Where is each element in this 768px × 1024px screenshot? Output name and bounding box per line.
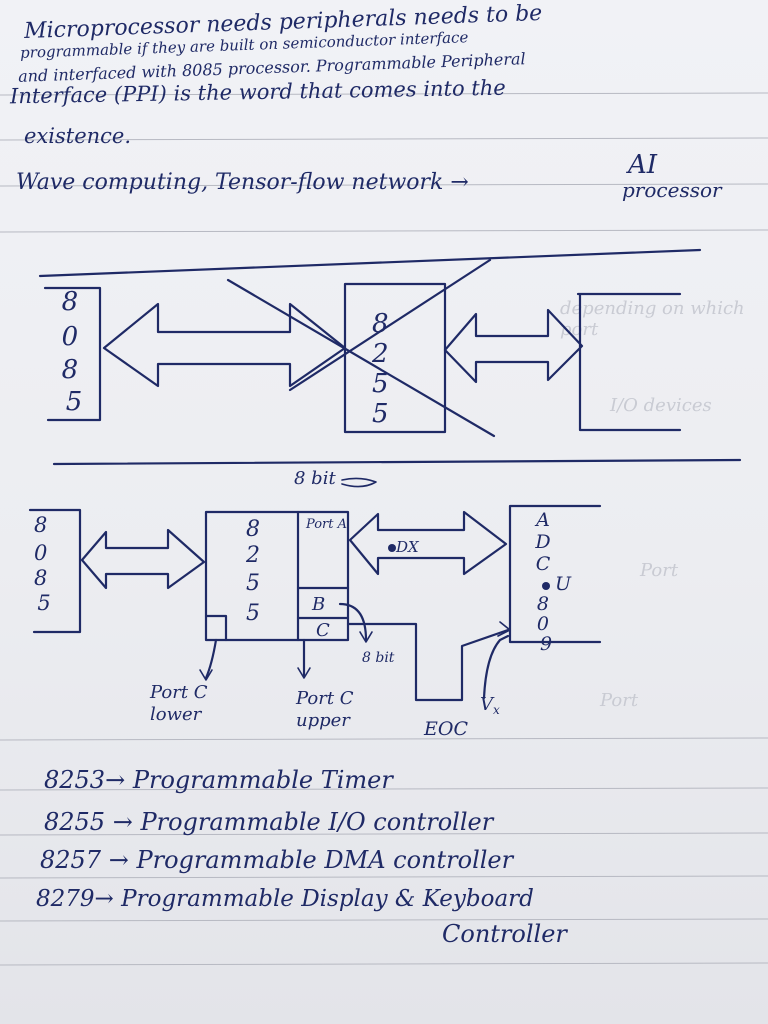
- adc-char: 0: [537, 613, 549, 635]
- eoc-line: [346, 622, 510, 702]
- port-c-lower-line: [204, 638, 218, 680]
- cpu-digit: 5: [37, 591, 50, 615]
- cpu-digit: 8: [62, 355, 79, 385]
- ppi-digit: 5: [246, 571, 260, 596]
- chip-list-item: 8257 → Programmable DMA controller: [40, 846, 514, 874]
- dot-mark: [542, 582, 550, 590]
- port-c-lower-notch: [204, 614, 228, 642]
- chip-list-item: 8279→ Programmable Display & Keyboard: [36, 886, 534, 912]
- bus-label: 8 bit: [294, 470, 336, 489]
- bleed-through-text: Port: [600, 690, 639, 711]
- strike-line: [226, 278, 496, 438]
- arrowhead: [497, 621, 511, 637]
- cpu-digit: 8: [62, 287, 79, 317]
- dot-mark: [388, 544, 396, 552]
- arrowhead: [297, 667, 311, 679]
- cpu-bracket: [43, 286, 102, 422]
- diagram-8085-8255-adc: 8 0 8 5 8 2 5 5 Port A B C 8 bit DX: [28, 470, 602, 717]
- ppi-digit: 8: [372, 309, 389, 339]
- adc-char: C: [536, 553, 551, 575]
- bus-arrow: [102, 302, 347, 388]
- bus-arrow: [348, 510, 508, 576]
- adc-char: U: [555, 573, 572, 595]
- note-line: existence.: [24, 124, 132, 148]
- bus-arrow: [80, 528, 206, 590]
- note-line: AI: [628, 150, 658, 180]
- cpu-digit: 8: [34, 566, 47, 590]
- chip-list-continuation: Controller: [442, 920, 567, 948]
- note-line: Wave computing, Tensor-flow network →: [16, 170, 469, 195]
- bleed-through-text: Port: [640, 560, 679, 581]
- port-b-line: [338, 602, 368, 642]
- device-bracket: [576, 292, 682, 432]
- chip-list-item: 8255 → Programmable I/O controller: [44, 808, 494, 836]
- bleed-through-text: I/O devices: [610, 395, 712, 416]
- strike-line: [288, 258, 492, 392]
- cpu-bracket: [28, 508, 82, 634]
- adc-char: 9: [540, 633, 552, 655]
- port-c-label: C: [316, 620, 330, 641]
- vx-line: [482, 634, 510, 700]
- port-b-label: B: [311, 594, 325, 615]
- cpu-digit: 0: [62, 322, 79, 352]
- arrowhead: [359, 631, 373, 643]
- vx-label: Vx: [480, 694, 500, 717]
- chip-list-item: 8253→ Programmable Timer: [44, 766, 393, 794]
- svg-text:8 0 8 5: 8 0 8 5: [62, 287, 87, 417]
- cpu-digit: 8: [34, 513, 47, 537]
- ppi-digit: 2: [245, 543, 260, 568]
- ppi-box: [343, 282, 447, 434]
- svg-text:8 0 8 5: 8 0 8 5: [34, 513, 54, 615]
- bus-label: 8 bit: [362, 650, 395, 666]
- cpu-digit: 0: [34, 541, 47, 565]
- ppi-box: [204, 510, 350, 642]
- scribble-mark: [341, 477, 377, 488]
- bus-label: DX: [395, 538, 420, 556]
- diagram-8085-8255-crossed: 8 0 8 5 8 2 5 5: [38, 248, 742, 466]
- eoc-label: EOC: [424, 718, 468, 740]
- bus-arrow: [443, 308, 584, 384]
- adc-char: 8: [537, 593, 549, 615]
- ppi-digit: 5: [372, 399, 389, 429]
- adc-char: D: [534, 531, 550, 553]
- svg-text:A D C U: A D C U 8 0 9: [534, 509, 577, 655]
- arrowhead: [199, 669, 213, 681]
- note-line: processor: [622, 178, 722, 202]
- ppi-digit: 5: [372, 369, 389, 399]
- cpu-digit: 5: [66, 387, 83, 417]
- adc-bracket: [508, 504, 602, 644]
- svg-text:8 2 5 5: 8 2 5 5: [245, 517, 267, 626]
- port-a-label: Port A: [305, 517, 347, 532]
- ppi-digit: 5: [246, 601, 260, 626]
- svg-text:8 2 5 5: 8 2 5 5: [371, 309, 397, 429]
- ppi-digit: 8: [246, 517, 260, 542]
- ppi-digit: 2: [371, 339, 389, 369]
- adc-char: A: [534, 509, 550, 531]
